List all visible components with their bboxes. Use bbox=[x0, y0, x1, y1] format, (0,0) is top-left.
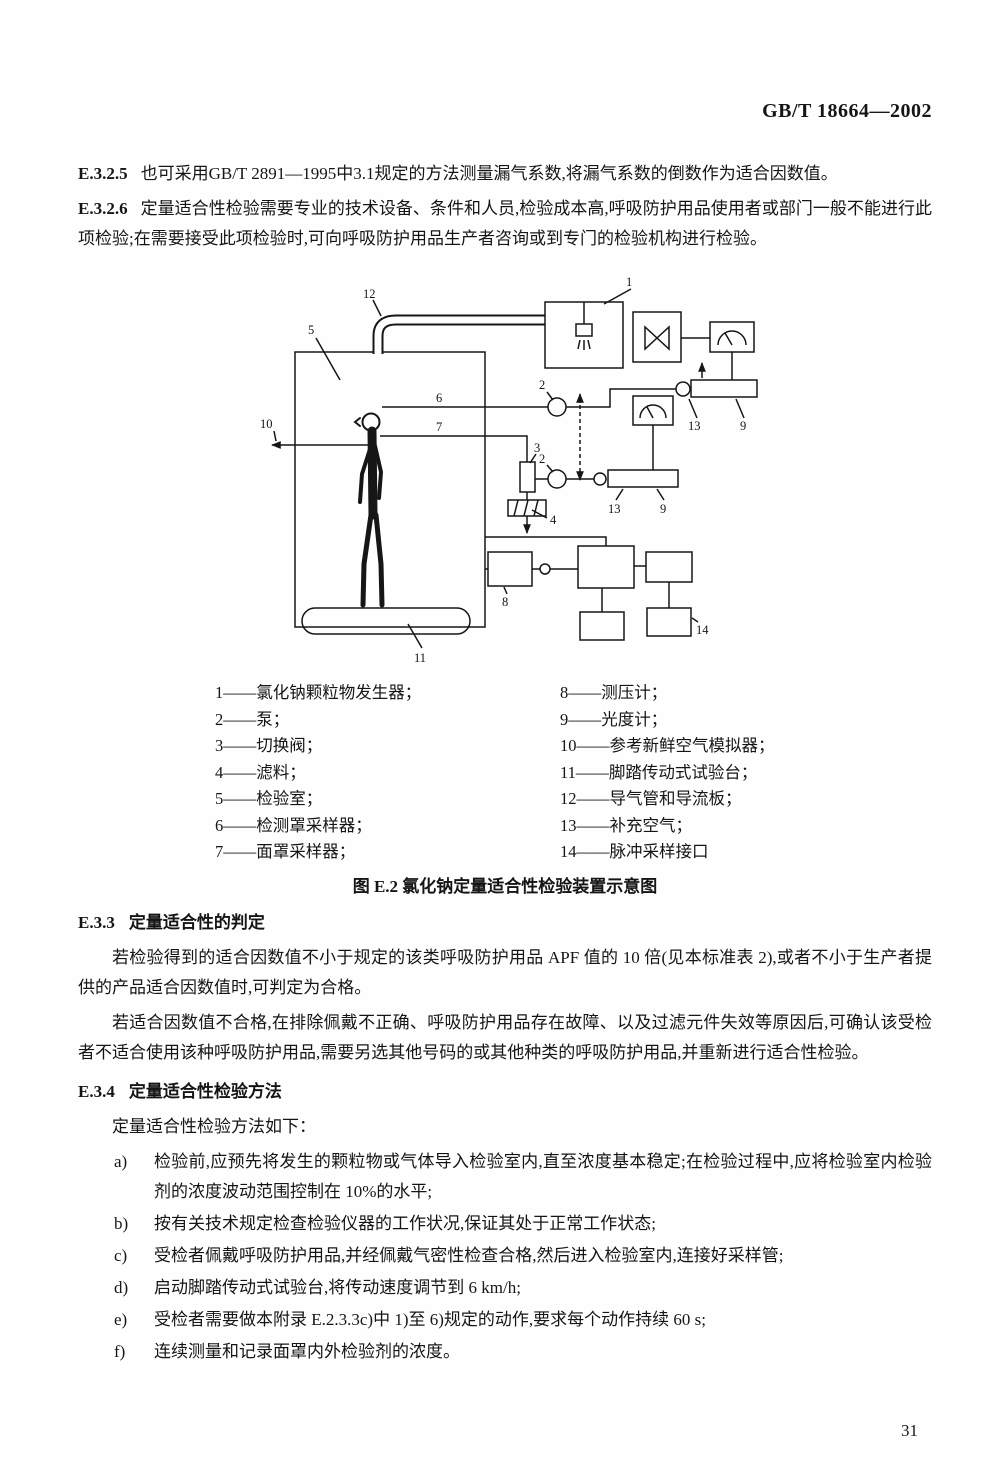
legend-item: 14——脉冲采样接口 bbox=[560, 842, 709, 861]
method-steps-list: a) 检验前,应预先将发生的颗粒物或气体导入检验室内,直至浓度基本稳定;在检验过程… bbox=[78, 1147, 932, 1367]
list-item-label: f) bbox=[114, 1341, 126, 1361]
section-label: E.3.3 bbox=[78, 912, 115, 932]
paragraph-e34-intro: 定量适合性检验方法如下： bbox=[112, 1116, 316, 1136]
list-item-label: a) bbox=[114, 1151, 128, 1171]
clause-label: E.3.2.5 bbox=[78, 164, 128, 183]
person-figure bbox=[353, 412, 385, 608]
diagram-number-labels: 12 1 5 6 2 10 7 3 2 13 9 13 9 4 bbox=[260, 275, 746, 665]
label-photometer-top: 9 bbox=[740, 419, 746, 433]
list-item-text: 按有关技术规定检查检验仪器的工作状况,保证其处于正常工作状态; bbox=[154, 1213, 656, 1233]
legend-item: 7——面罩采样器； bbox=[215, 842, 356, 861]
label-valve: 3 bbox=[534, 441, 540, 455]
legend-column-left: 1——氯化钠颗粒物发生器； 2——泵； 3——切换阀； 4——滤料； 5——检验… bbox=[215, 680, 560, 866]
figure-e2: 12 1 5 6 2 10 7 3 2 13 9 13 9 4 bbox=[78, 272, 932, 899]
label-chamber: 5 bbox=[308, 323, 314, 337]
figure-e2-diagram: 12 1 5 6 2 10 7 3 2 13 9 13 9 4 bbox=[260, 275, 758, 665]
list-item-text: 连续测量和记录面罩内外检验剂的浓度。 bbox=[154, 1341, 460, 1361]
legend-item: 3——切换阀； bbox=[215, 736, 323, 755]
legend-item: 13——补充空气； bbox=[560, 815, 692, 835]
list-item-text: 启动脚踏传动式试验台,将传动速度调节到 6 km/h; bbox=[154, 1277, 521, 1297]
legend-item: 12——导气管和导流板； bbox=[560, 789, 742, 808]
manometer-assembly bbox=[485, 536, 699, 641]
label-pump-mid: 2 bbox=[539, 452, 545, 466]
label-pulse-port: 14 bbox=[696, 623, 709, 637]
list-item-label: d) bbox=[114, 1277, 129, 1297]
legend-item: 4——滤料； bbox=[215, 762, 306, 782]
paragraph-e33-2: 若适合因数值不合格,在排除佩戴不正确、呼吸防护用品存在故障、以及过滤元件失效等原… bbox=[78, 1012, 932, 1062]
section-heading-e33: E.3.3 定量适合性的判定 bbox=[78, 910, 932, 936]
standard-number: GB/T 18664—2002 bbox=[762, 100, 932, 122]
list-item-text: 受检者需要做本附录 E.2.3.3c)中 1)至 6)规定的动作,要求每个动作持… bbox=[154, 1309, 707, 1329]
label-fresh-air: 10 bbox=[260, 417, 273, 431]
label-hood-sampler: 6 bbox=[436, 391, 442, 405]
legend-item: 2——泵； bbox=[215, 709, 290, 729]
test-chamber bbox=[294, 337, 486, 628]
label-mask-sampler: 7 bbox=[436, 420, 442, 434]
legend-item: 11——脚踏传动式试验台； bbox=[560, 762, 758, 782]
list-item: c) 受检者佩戴呼吸防护用品,并经佩戴气密性检查合格,然后进入检验室内,连接好采样… bbox=[78, 1241, 932, 1271]
legend-column-right: 8——测压计； 9——光度计； 10——参考新鲜空气模拟器； 11——脚踏传动式… bbox=[560, 680, 775, 866]
label-treadmill: 11 bbox=[414, 651, 426, 665]
flow-valve bbox=[632, 311, 710, 363]
list-item-label: e) bbox=[114, 1309, 128, 1329]
legend-item: 5——检验室； bbox=[215, 789, 323, 808]
section-title: 定量适合性的判定 bbox=[128, 912, 265, 932]
list-item-text: 受检者佩戴呼吸防护用品,并经佩戴气密性检查合格,然后进入检验室内,连接好采样管; bbox=[154, 1245, 784, 1265]
list-item: d) 启动脚踏传动式试验台,将传动速度调节到 6 km/h; bbox=[78, 1273, 932, 1303]
clause-label: E.3.2.6 bbox=[78, 199, 128, 218]
dial-meter-top bbox=[709, 321, 755, 380]
page-content: GB/T 18664—2002 E.3.2.5 也可采用GB/T 2891—199… bbox=[78, 100, 932, 1369]
clause-text: 定量适合性检验需要专业的技术设备、条件和人员,检验成本高,呼吸防护用品使用者或部… bbox=[78, 199, 932, 248]
filter-unit bbox=[507, 492, 548, 534]
list-item: e) 受检者需要做本附录 E.2.3.3c)中 1)至 6)规定的动作,要求每个动… bbox=[78, 1305, 932, 1335]
list-item: a) 检验前,应预先将发生的颗粒物或气体导入检验室内,直至浓度基本稳定;在检验过程… bbox=[78, 1147, 932, 1207]
air-duct bbox=[372, 299, 545, 354]
label-pump-top: 2 bbox=[539, 378, 545, 392]
legend-item: 8——测压计； bbox=[560, 683, 668, 702]
paragraph-e325: E.3.2.5 也可采用GB/T 2891—1995中3.1规定的方法测量漏气系数… bbox=[78, 159, 932, 189]
treadmill bbox=[301, 607, 471, 649]
clause-text: 也可采用GB/T 2891—1995中3.1规定的方法测量漏气系数,将漏气系数的… bbox=[140, 164, 838, 183]
label-filter: 4 bbox=[550, 513, 557, 527]
label-makeup-air-top: 13 bbox=[688, 419, 701, 433]
legend-item: 9——光度计； bbox=[560, 709, 668, 729]
label-duct: 12 bbox=[363, 287, 376, 301]
legend-item: 10——参考新鲜空气模拟器； bbox=[560, 736, 775, 755]
particle-generator bbox=[544, 288, 632, 369]
page-number: 31 bbox=[901, 1421, 918, 1440]
list-item: f) 连续测量和记录面罩内外检验剂的浓度。 bbox=[78, 1337, 932, 1367]
list-item-text: 检验前,应预先将发生的颗粒物或气体导入检验室内,直至浓度基本稳定;在检验过程中,… bbox=[154, 1151, 932, 1201]
list-item-label: b) bbox=[114, 1213, 129, 1233]
fresh-air-line bbox=[271, 430, 371, 449]
section-label: E.3.4 bbox=[78, 1081, 115, 1101]
section-title: 定量适合性检验方法 bbox=[128, 1081, 282, 1101]
dial-meter-mid bbox=[632, 395, 674, 470]
paragraph-e33-1: 若检验得到的适合因数值不小于规定的该类呼吸防护用品 APF 值的 10 倍(见本… bbox=[78, 947, 932, 997]
figure-caption: 图 E.2 氯化钠定量适合性检验装置示意图 bbox=[352, 876, 658, 896]
legend-item: 1——氯化钠颗粒物发生器； bbox=[215, 683, 422, 702]
label-manometer: 8 bbox=[502, 595, 508, 609]
figure-legend: 1——氯化钠颗粒物发生器； 2——泵； 3——切换阀； 4——滤料； 5——检验… bbox=[215, 680, 932, 866]
label-photometer-mid: 9 bbox=[660, 502, 666, 516]
legend-item: 6——检测罩采样器； bbox=[215, 815, 372, 835]
label-makeup-air-mid: 13 bbox=[608, 502, 621, 516]
list-item: b) 按有关技术规定检查检验仪器的工作状况,保证其处于正常工作状态; bbox=[78, 1209, 932, 1239]
mask-sample-line bbox=[380, 435, 679, 501]
hood-sample-line bbox=[382, 362, 758, 419]
label-generator: 1 bbox=[626, 275, 632, 289]
diagram-wrap: 12 1 5 6 2 10 7 3 2 13 9 13 9 4 bbox=[78, 272, 932, 670]
section-heading-e34: E.3.4 定量适合性检验方法 bbox=[78, 1079, 932, 1105]
list-item-label: c) bbox=[114, 1245, 128, 1265]
